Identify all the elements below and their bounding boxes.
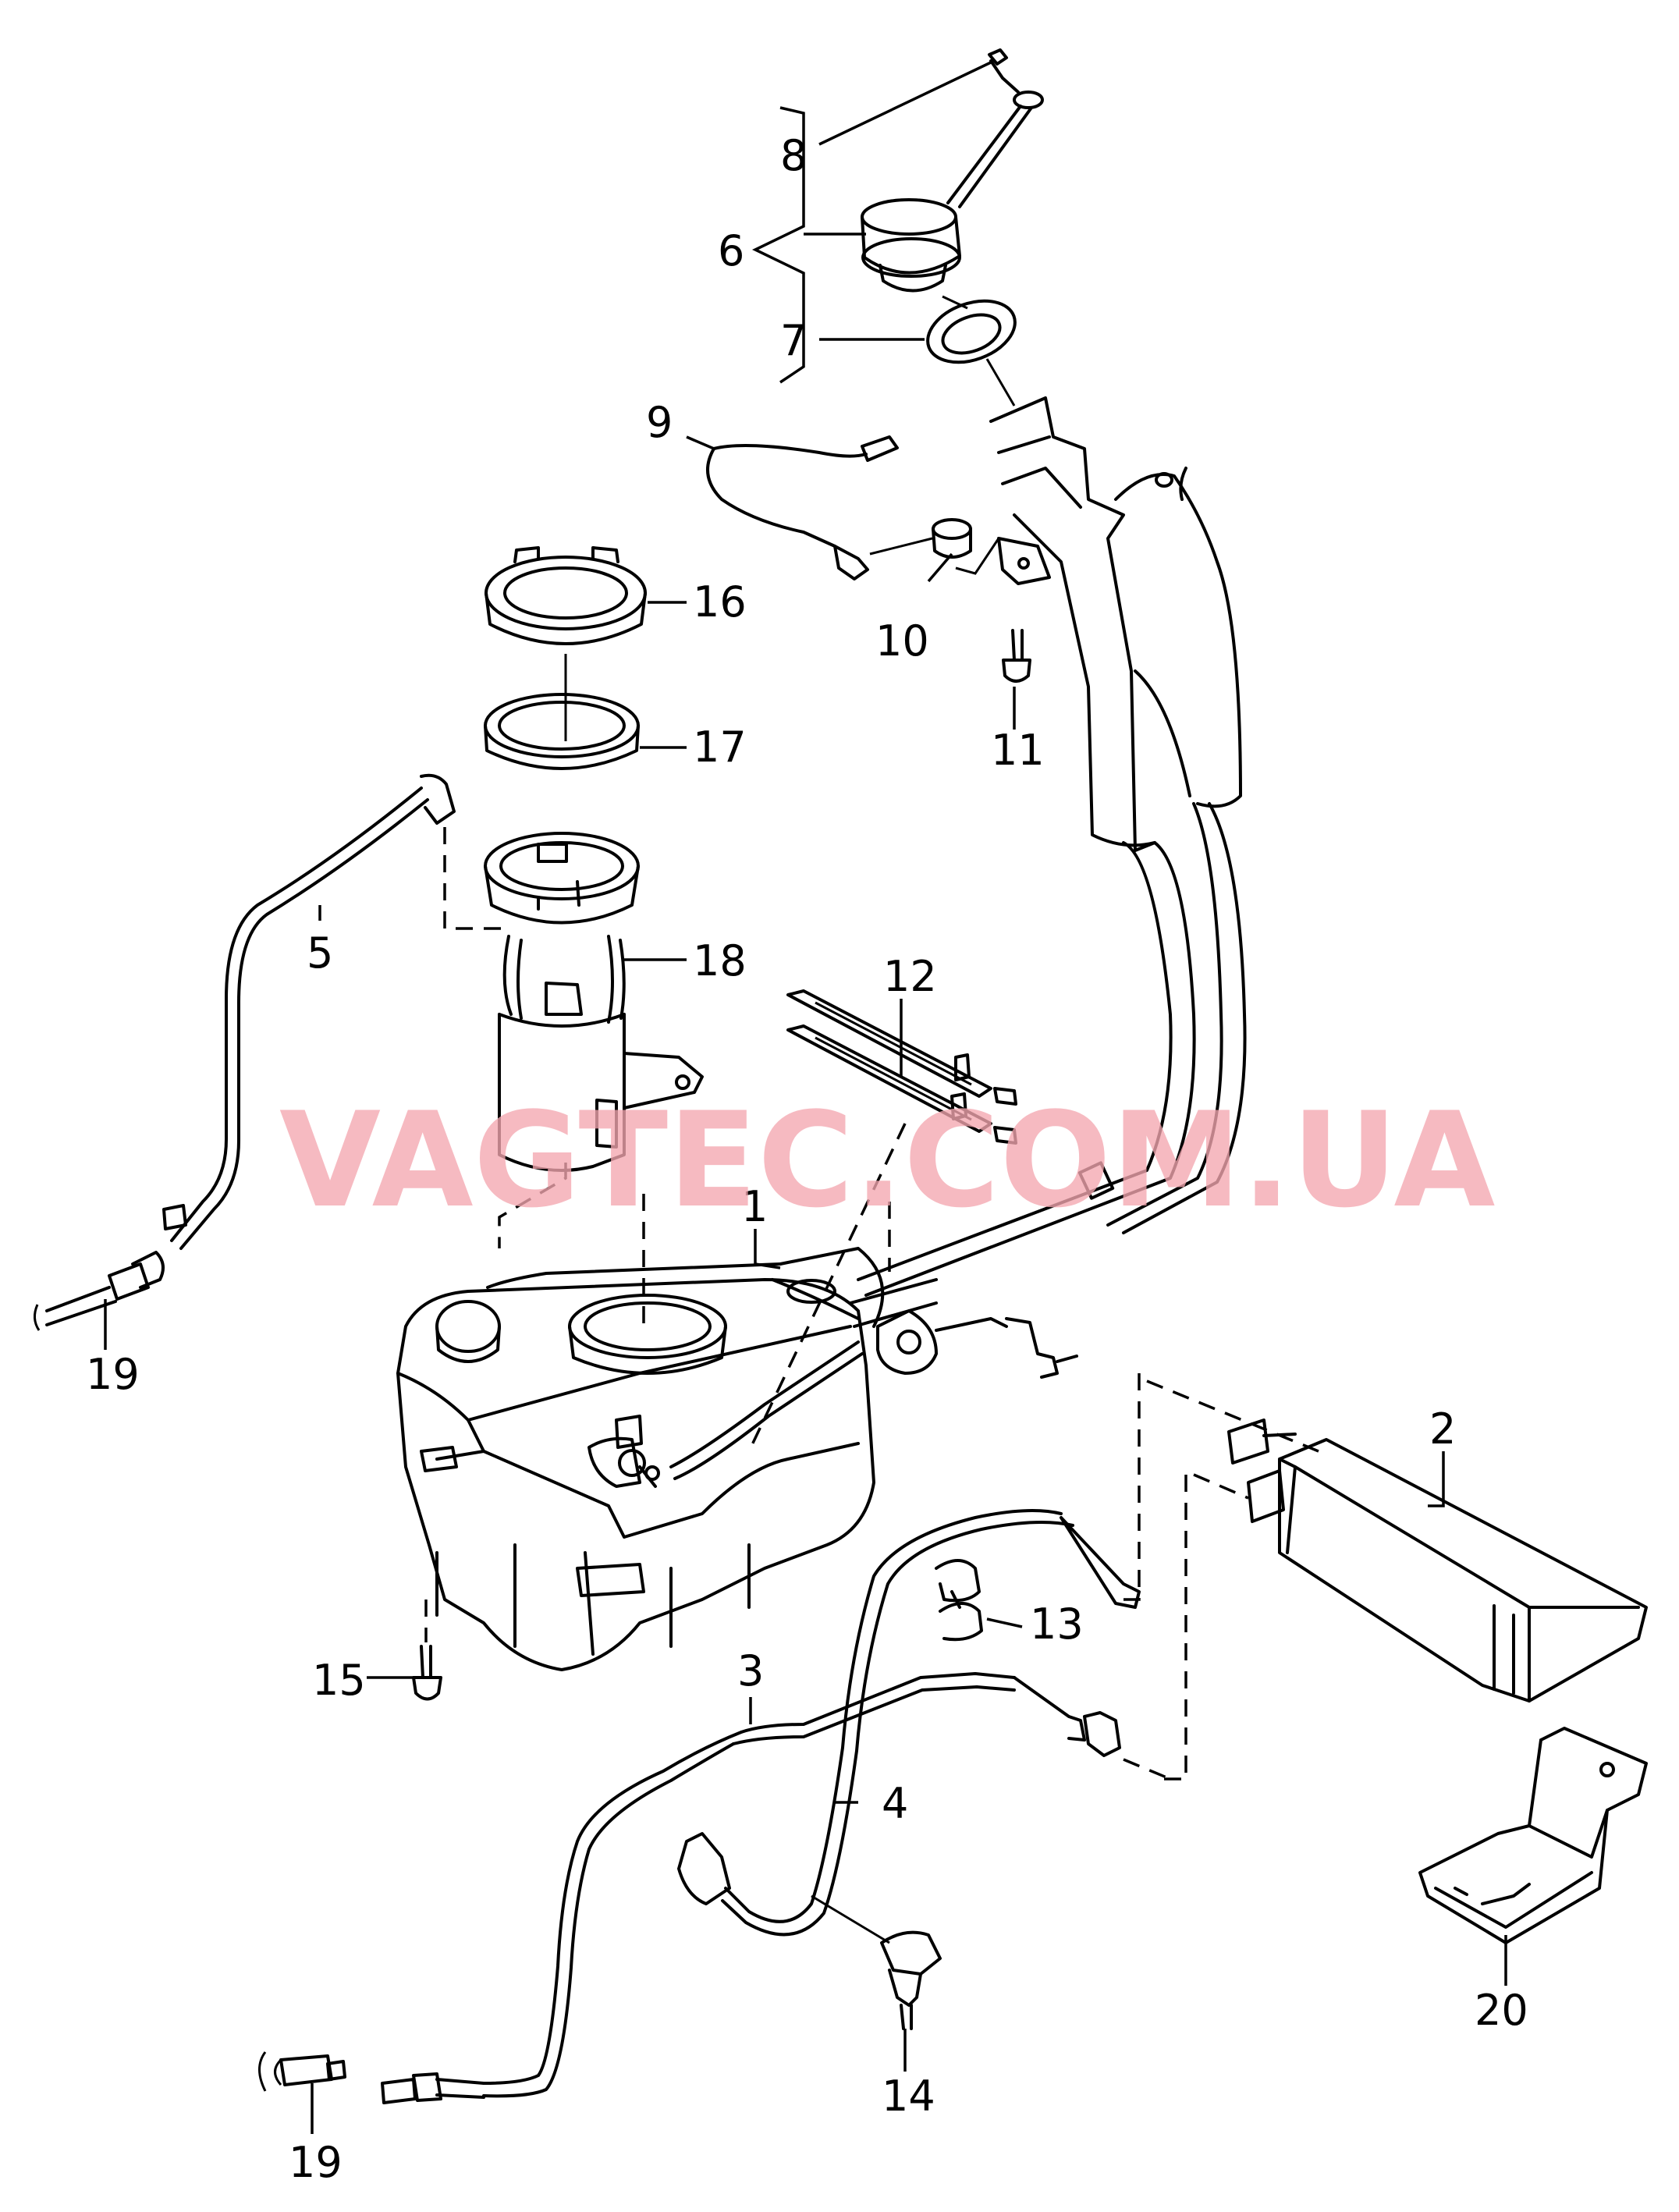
hose-fitting-lower — [258, 2051, 346, 2092]
callout-15: 15 — [312, 1656, 366, 1705]
grommet — [932, 518, 972, 559]
fuel-cap — [861, 198, 961, 293]
breather-hoses — [381, 1509, 1141, 2104]
hose-clip — [935, 1559, 983, 1642]
locking-ring — [485, 546, 647, 645]
assembly-lines — [443, 827, 1319, 1781]
callout-10: 10 — [875, 616, 929, 666]
callout-16: 16 — [693, 577, 747, 627]
callout-13: 13 — [1030, 1600, 1084, 1649]
callout-20: 20 — [1475, 1986, 1528, 2035]
filler-neck — [857, 396, 1247, 1297]
cap-guide-line — [942, 295, 1016, 407]
fuel-pump-module — [484, 832, 704, 1172]
tank-seal — [484, 693, 640, 770]
screw — [1002, 629, 1031, 683]
callout-labels: 8 6 7 9 16 10 17 11 5 12 18 1 2 19 13 15… — [86, 131, 1528, 2187]
cable-ties — [786, 989, 1017, 1145]
callout-3: 3 — [737, 1646, 764, 1695]
callout-18: 18 — [693, 936, 747, 985]
callout-11: 11 — [991, 726, 1045, 775]
callout-4: 4 — [882, 1779, 908, 1828]
vent-hose — [34, 773, 456, 1331]
callout-14: 14 — [882, 2072, 935, 2121]
push-clip — [811, 1894, 942, 2030]
callout-2: 2 — [1429, 1404, 1456, 1454]
tank-screw — [412, 1600, 442, 1701]
callout-leaders — [104, 61, 1507, 2134]
callout-17: 17 — [693, 723, 747, 772]
callout-19-upper: 19 — [86, 1350, 140, 1399]
callout-12: 12 — [883, 952, 937, 1001]
canister-bracket — [1418, 1727, 1648, 1944]
callout-6: 6 — [718, 226, 744, 275]
watermark: VAGTEC.COM.UA — [279, 1084, 1495, 1237]
charcoal-canister — [1227, 1418, 1648, 1702]
callout-9: 9 — [646, 398, 673, 447]
cap-seal — [926, 299, 1017, 364]
callout-7: 7 — [780, 316, 807, 365]
callout-19-lower: 19 — [289, 2138, 343, 2187]
fuel-tank — [396, 1247, 1078, 1671]
fuel-cap-tether — [946, 48, 1044, 208]
grommet-guide-line — [955, 538, 1000, 575]
earth-wire — [706, 435, 933, 581]
callout-1: 1 — [741, 1182, 768, 1231]
callout-5: 5 — [307, 928, 333, 978]
callout-8: 8 — [780, 131, 807, 180]
